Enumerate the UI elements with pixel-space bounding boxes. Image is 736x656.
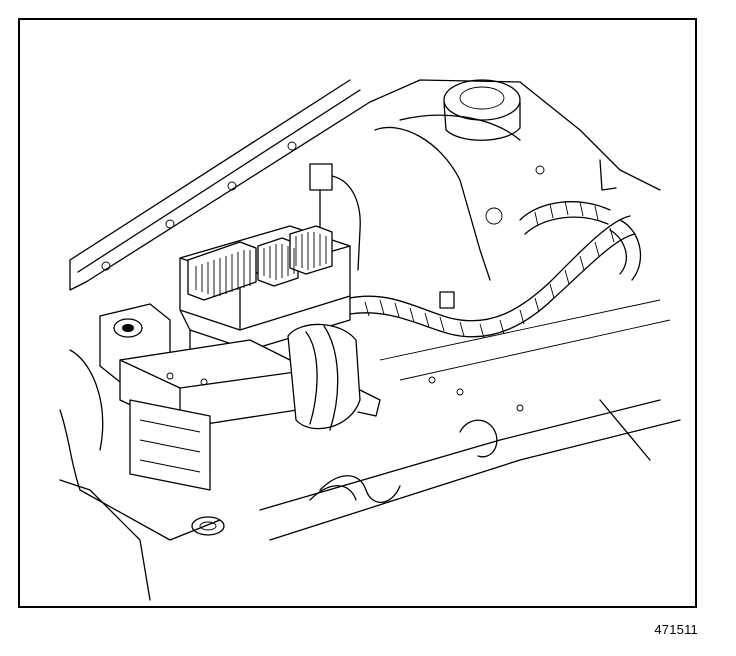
fender-rails: [69, 79, 371, 291]
left-lower-body: [59, 349, 151, 601]
sensor-connector: [309, 163, 361, 271]
strut-tower: [369, 79, 661, 281]
figure-number: 471511: [654, 622, 698, 637]
air-intake-duct: [287, 323, 381, 431]
wiring-harness: [349, 200, 642, 339]
frame-bracket: [79, 303, 311, 541]
illustration-frame: [18, 18, 697, 608]
lower-body-panel: [259, 299, 681, 541]
fuse-relay-block: [179, 225, 351, 371]
engine-bay-line-drawing: [59, 79, 681, 601]
